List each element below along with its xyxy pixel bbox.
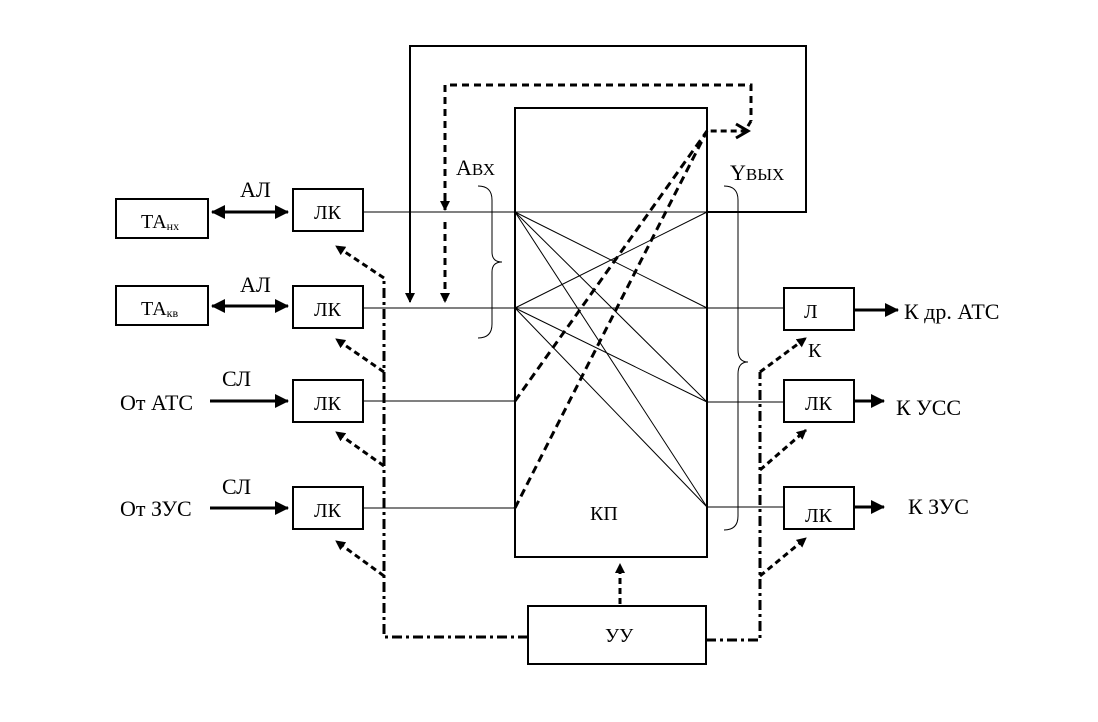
svg-text:ЛК: ЛК — [314, 500, 342, 522]
line-set-out-1: Л К — [783, 287, 855, 362]
label-sl-2: СЛ — [222, 474, 251, 499]
svg-text:ЛК: ЛК — [314, 299, 342, 321]
line-set-in-1: ЛК — [292, 188, 364, 232]
switching-field-kp — [514, 107, 708, 558]
kp-label: КП — [590, 503, 618, 525]
line-set-in-3: ЛК — [292, 379, 364, 423]
label-to-zus: К ЗУС — [908, 494, 969, 519]
uu-label: УУ — [605, 625, 634, 647]
label-a-in: АВХ — [456, 155, 495, 180]
label-from-ats: От АТС — [120, 390, 193, 415]
label-to-uss: К УСС — [896, 395, 961, 420]
terminal-ta-nx: ТАнх — [115, 198, 209, 239]
svg-text:К: К — [808, 340, 822, 362]
label-sl-1: СЛ — [222, 366, 251, 391]
svg-text:ТАкв: ТАкв — [141, 298, 179, 320]
svg-text:Л: Л — [804, 301, 818, 323]
switching-connections — [514, 211, 708, 508]
label-al-1: АЛ — [240, 177, 271, 202]
output-brace — [723, 185, 749, 531]
control-branches-right — [759, 336, 807, 578]
feedback-loop-solid — [405, 45, 807, 303]
line-set-in-4: ЛК — [292, 486, 364, 530]
svg-text:ЛК: ЛК — [314, 393, 342, 415]
input-connections — [363, 211, 515, 509]
line-set-out-3: ЛК — [783, 486, 855, 530]
output-connections — [707, 307, 784, 508]
line-set-out-2: ЛК — [783, 379, 855, 423]
dashed-return-arrow — [707, 120, 753, 133]
svg-text:ЛК: ЛК — [805, 505, 833, 527]
label-al-2: АЛ — [240, 272, 271, 297]
line-set-in-2: ЛК — [292, 285, 364, 329]
terminal-ta-kv: ТАкв — [115, 285, 209, 326]
label-to-other-ats: К др. АТС — [904, 299, 999, 324]
control-bus-right — [706, 372, 762, 642]
feedback-loop-dashed — [443, 83, 753, 200]
label-y-out: YВЫХ — [730, 160, 784, 185]
dashed-diagonal-1 — [513, 130, 709, 402]
control-bus-left — [382, 278, 528, 639]
svg-text:ТАнх: ТАнх — [141, 211, 179, 233]
input-brace — [477, 185, 503, 339]
label-from-zus: От ЗУС — [120, 496, 192, 521]
svg-text:ЛК: ЛК — [314, 202, 342, 224]
dashed-return-arrowhead — [735, 122, 751, 140]
dashed-diagonal-2 — [513, 130, 709, 509]
control-unit-uu — [527, 605, 707, 665]
svg-text:ЛК: ЛК — [805, 393, 833, 415]
